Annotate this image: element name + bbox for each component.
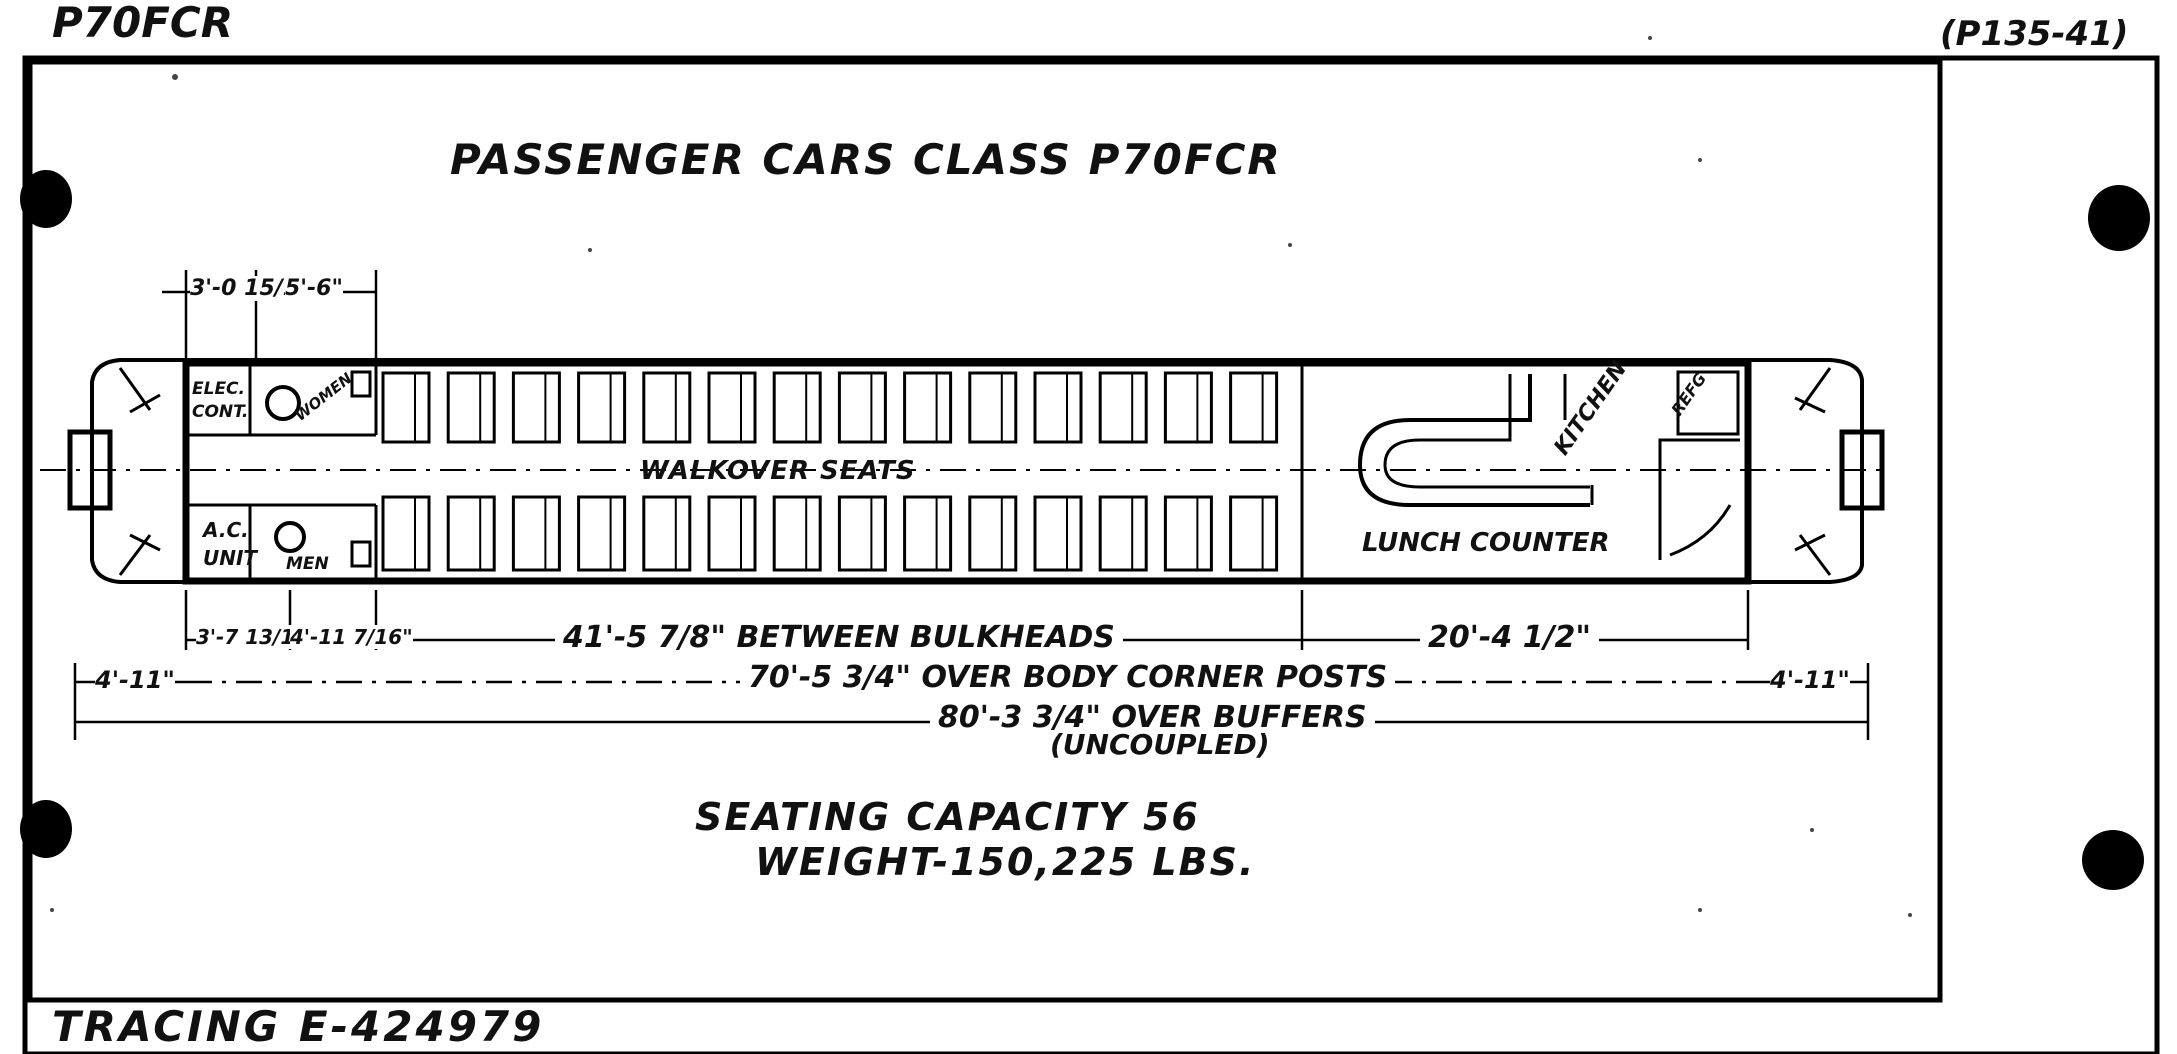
seat (1229, 371, 1279, 444)
seat (1163, 371, 1213, 444)
punch-hole (2082, 830, 2144, 890)
seat (511, 371, 561, 444)
lunch-counter-label: LUNCH COUNTER (1362, 528, 1610, 558)
seat (642, 371, 692, 444)
room-label-men: MEN (286, 554, 329, 574)
seat (1163, 495, 1213, 572)
outer-border (22, 55, 2160, 1054)
car-weight: WEIGHT-150,225 LBS. (755, 840, 1256, 884)
punch-hole (2088, 185, 2150, 251)
seat (1033, 371, 1083, 444)
corner-label-top-left: P70FCR (52, 0, 234, 47)
scan-specks (50, 36, 1912, 917)
seat (707, 371, 757, 444)
seat (1033, 495, 1083, 572)
tracing-number: TRACING E-424979 (52, 1002, 545, 1051)
room-label-line: ELEC. (192, 379, 245, 399)
seating-capacity: SEATING CAPACITY 56 (695, 795, 1200, 839)
inner-border (27, 59, 1943, 1003)
car-body (40, 358, 1890, 585)
seat (772, 371, 822, 444)
dimension-text: 4'-11 7/16" (290, 625, 413, 649)
seat (837, 495, 887, 572)
seat (968, 371, 1018, 444)
seat (446, 495, 496, 572)
seat (381, 371, 431, 444)
seat (1098, 371, 1148, 444)
seat (903, 495, 953, 572)
seat (1098, 495, 1148, 572)
seat (642, 495, 692, 572)
walkover-seats (381, 371, 1279, 572)
seat (381, 495, 431, 572)
seat (577, 371, 627, 444)
seat (772, 495, 822, 572)
seat (968, 495, 1018, 572)
toilet-icon (274, 521, 306, 553)
dimension-text: 4'-11" (95, 666, 175, 694)
seat (577, 495, 627, 572)
dimension-text: 4'-11" (1770, 666, 1850, 694)
dimension-text: 80'-3 3/4" OVER BUFFERS (930, 700, 1375, 735)
room-label-line: UNIT (203, 546, 258, 570)
dimension-text: 70'-5 3/4" OVER BODY CORNER POSTS (740, 660, 1396, 695)
dimension-text: 5'-6" (285, 276, 343, 301)
seat (903, 371, 953, 444)
room-label-line: A.C. (203, 518, 249, 542)
seat (837, 371, 887, 444)
toilet-icon (265, 385, 301, 421)
seat (446, 371, 496, 444)
diagram-title: PASSENGER CARS CLASS P70FCR (450, 135, 1282, 184)
seat (1229, 495, 1279, 572)
walkover-seats-label: WALKOVER SEATS (640, 456, 916, 486)
seat (707, 495, 757, 572)
dimension-text: 20'-4 1/2" (1420, 620, 1600, 655)
dimension-text: 41'-5 7/8" BETWEEN BULKHEADS (555, 620, 1123, 655)
room-label-line: CONT. (192, 402, 249, 422)
room-label-elec-cont: ELEC. CONT. (192, 378, 248, 424)
interior-walls (182, 359, 1752, 585)
seat (511, 495, 561, 572)
corner-label-top-right: (P135-41) (1940, 14, 2129, 54)
dimension-text: (UNCOUPLED) (1050, 728, 1270, 761)
room-label-ac-unit: A.C. UNIT (203, 516, 257, 572)
